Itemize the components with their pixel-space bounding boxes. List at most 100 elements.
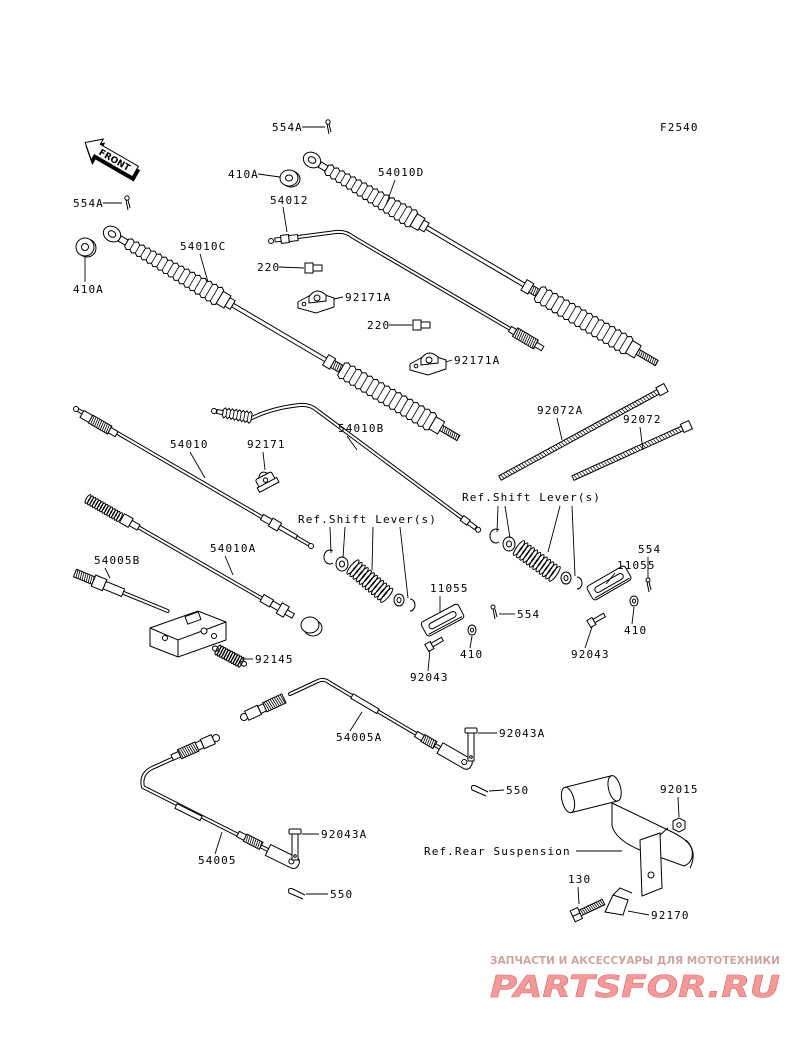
spring-coil: [223, 649, 231, 661]
label-54010A: 54010A: [210, 542, 256, 555]
cable-54012: [268, 229, 545, 352]
spring-coil: [116, 512, 123, 523]
pin-554-right: [645, 577, 652, 593]
threaded-section: [72, 568, 96, 585]
cable-tie-92072A: [498, 382, 669, 481]
spring-coil: [228, 651, 236, 663]
bolt-92043-left: [424, 636, 445, 653]
spring-coil: [87, 495, 94, 506]
shift-lever-parts-right: [489, 528, 652, 629]
rear-suspension-reference: [560, 775, 694, 897]
watermark: ЗАПЧАСТИ И АКСЕССУАРЫ ДЛЯ МОТОТЕХНИКИ PA…: [490, 954, 781, 1005]
label-92043-right: 92043: [571, 648, 610, 661]
label-92043A-lower: 92043A: [321, 828, 367, 841]
spring-coil: [355, 567, 369, 583]
spring-coil: [226, 650, 233, 662]
label-410A-left: 410A: [73, 283, 104, 296]
bellows-outline: [337, 362, 438, 431]
label-554-right: 554: [638, 543, 661, 556]
bracket-block: [149, 610, 227, 658]
spring-coil: [535, 556, 548, 573]
spring-coil: [361, 572, 375, 588]
cable-54010D: [302, 151, 659, 367]
thread-ribs: [245, 834, 263, 850]
watermark-logo: PARTSFOR.RU: [490, 970, 780, 1005]
coil-spring: [214, 644, 245, 668]
thread-ribs: [177, 742, 198, 759]
spring-coil: [516, 542, 529, 559]
thread-ribs: [514, 328, 539, 350]
spring-coil: [512, 540, 526, 556]
bellows-boot: [337, 362, 438, 431]
label-11055-right: 11055: [617, 559, 656, 572]
bellows-boot: [124, 238, 225, 305]
bellows-ribs: [539, 290, 628, 351]
bellows-boot: [533, 286, 634, 355]
spring-coil: [346, 559, 360, 575]
spring-coil: [232, 654, 240, 666]
bolt-130: [569, 898, 606, 923]
spring-coil: [364, 574, 378, 590]
spring-coil: [548, 565, 561, 582]
thread-body: [438, 424, 461, 442]
washer-410A-left: [75, 237, 97, 258]
plate-11055-right: [586, 565, 632, 601]
washer: [560, 571, 572, 585]
label-92072: 92072: [623, 413, 662, 426]
threaded-section: [242, 833, 264, 851]
clip-550-lower: [288, 888, 306, 900]
label-550-upper: 550: [506, 784, 529, 797]
clip-92170: [604, 887, 633, 916]
label-92145: 92145: [255, 653, 294, 666]
tie-hatch: [500, 391, 658, 479]
spring-coil: [235, 655, 243, 667]
pin-554A-top: [325, 119, 332, 135]
thread-ribs: [441, 425, 460, 441]
label-92170: 92170: [651, 909, 690, 922]
cable-54005B: [72, 568, 227, 658]
bolt-220-a: [304, 262, 323, 274]
label-54005: 54005: [198, 854, 237, 867]
spring-coil: [84, 494, 92, 504]
spring-coil: [96, 501, 104, 511]
watermark-tagline: ЗАПЧАСТИ И АКСЕССУАРЫ ДЛЯ МОТОТЕХНИКИ: [490, 954, 780, 967]
bellows-ribs: [129, 242, 219, 302]
spring-coil: [538, 558, 552, 575]
clamp-92171: [255, 471, 280, 494]
tie-serrations: [500, 391, 658, 479]
spring-coil: [104, 505, 111, 516]
label-92043A-upper: 92043A: [499, 727, 545, 740]
part-labels: 554A 410A 54010D 54012 554A 54010C 410A …: [73, 121, 698, 922]
spring-coil: [91, 498, 99, 509]
washer: [393, 593, 405, 607]
spring-coil: [380, 587, 394, 603]
threaded-section: [438, 424, 461, 442]
label-54012: 54012: [270, 194, 309, 207]
pin-554A-left: [124, 195, 131, 211]
spring-coil: [522, 547, 535, 563]
cable-54005: [140, 733, 300, 870]
spring-coil: [237, 656, 245, 668]
label-410-right: 410: [624, 624, 647, 637]
ref-rear-suspension: Ref.Rear Suspension: [424, 845, 571, 858]
spring-coil: [108, 508, 116, 518]
spring-coil: [113, 510, 121, 521]
label-554-mid: 554: [517, 608, 540, 621]
cable-54010B: [211, 402, 482, 533]
label-92171A-b: 92171A: [454, 354, 500, 367]
spring-coil: [377, 585, 391, 601]
thread-ribs: [263, 694, 286, 711]
bellows-boot: [324, 164, 419, 228]
thread-ribs: [422, 735, 437, 749]
label-410A-top: 410A: [228, 168, 259, 181]
clip-550-upper: [471, 785, 489, 797]
tie-serrations: [573, 427, 682, 480]
label-92171: 92171: [247, 438, 286, 451]
spring-coil: [519, 544, 532, 561]
cable-54010: [73, 406, 314, 549]
label-554A-left: 554A: [73, 197, 104, 210]
coil-spring: [346, 559, 394, 603]
spring-coil: [545, 563, 558, 580]
label-220-a: 220: [257, 261, 280, 274]
spring-coil: [89, 496, 97, 507]
